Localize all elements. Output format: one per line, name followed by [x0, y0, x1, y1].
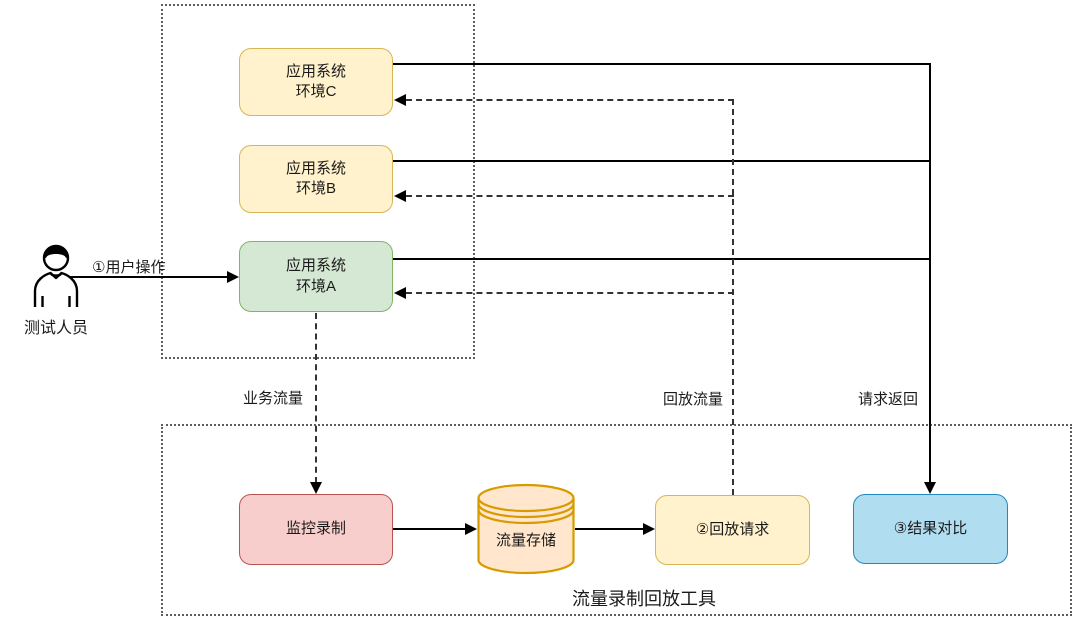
arrowhead-into-replay [643, 523, 655, 535]
env-b-box: 应用系统 环境B [239, 145, 393, 213]
record-box: 监控录制 [239, 494, 393, 565]
line-business-traffic [315, 313, 317, 483]
person-icon [27, 243, 85, 309]
replay-traffic-label: 回放流量 [663, 391, 724, 408]
line-storage-to-replay [575, 528, 645, 530]
request-return-label: 请求返回 [858, 391, 919, 408]
replay-label: ②回放请求 [695, 520, 770, 538]
env-a-label: 应用系统 环境A [285, 257, 346, 295]
line-record-to-storage [393, 528, 466, 530]
env-a-box: 应用系统 环境A [239, 241, 393, 312]
line-env-c-return [393, 63, 930, 65]
arrowhead-into-env-b [394, 190, 406, 202]
compare-box: ③结果对比 [853, 494, 1008, 564]
line-user-action [68, 276, 229, 278]
line-replay-to-env-b [406, 195, 734, 197]
line-env-b-return [393, 160, 930, 162]
storage-cylinder: 流量存储 [477, 483, 575, 575]
record-label: 监控录制 [285, 520, 346, 538]
line-replay-to-env-c [406, 99, 734, 101]
env-c-box: 应用系统 环境C [239, 48, 393, 116]
compare-label: ③结果对比 [893, 519, 968, 537]
arrowhead-into-env-c [394, 94, 406, 106]
actor-label: 测试人员 [23, 320, 88, 337]
arrowhead-into-env-a-left [227, 271, 239, 283]
tool-container-caption: 流量录制回放工具 [572, 589, 716, 609]
line-replay-to-env-a [406, 292, 734, 294]
arrowhead-into-storage [465, 523, 477, 535]
line-replay-bus [732, 99, 734, 495]
storage-label: 流量存储 [495, 532, 556, 549]
tool-container [161, 424, 1072, 616]
arrowhead-into-env-a [394, 287, 406, 299]
arrowhead-into-compare [924, 482, 936, 494]
database-icon [477, 483, 575, 575]
line-return-bus [929, 63, 931, 483]
business-traffic-label: 业务流量 [243, 390, 304, 407]
user-action-label: ①用户操作 [92, 259, 166, 276]
line-env-a-return [393, 258, 930, 260]
env-b-label: 应用系统 环境B [285, 159, 346, 197]
arrowhead-into-record [310, 482, 322, 494]
environments-container [161, 4, 475, 359]
replay-box: ②回放请求 [655, 495, 810, 565]
env-c-label: 应用系统 环境C [285, 62, 346, 100]
